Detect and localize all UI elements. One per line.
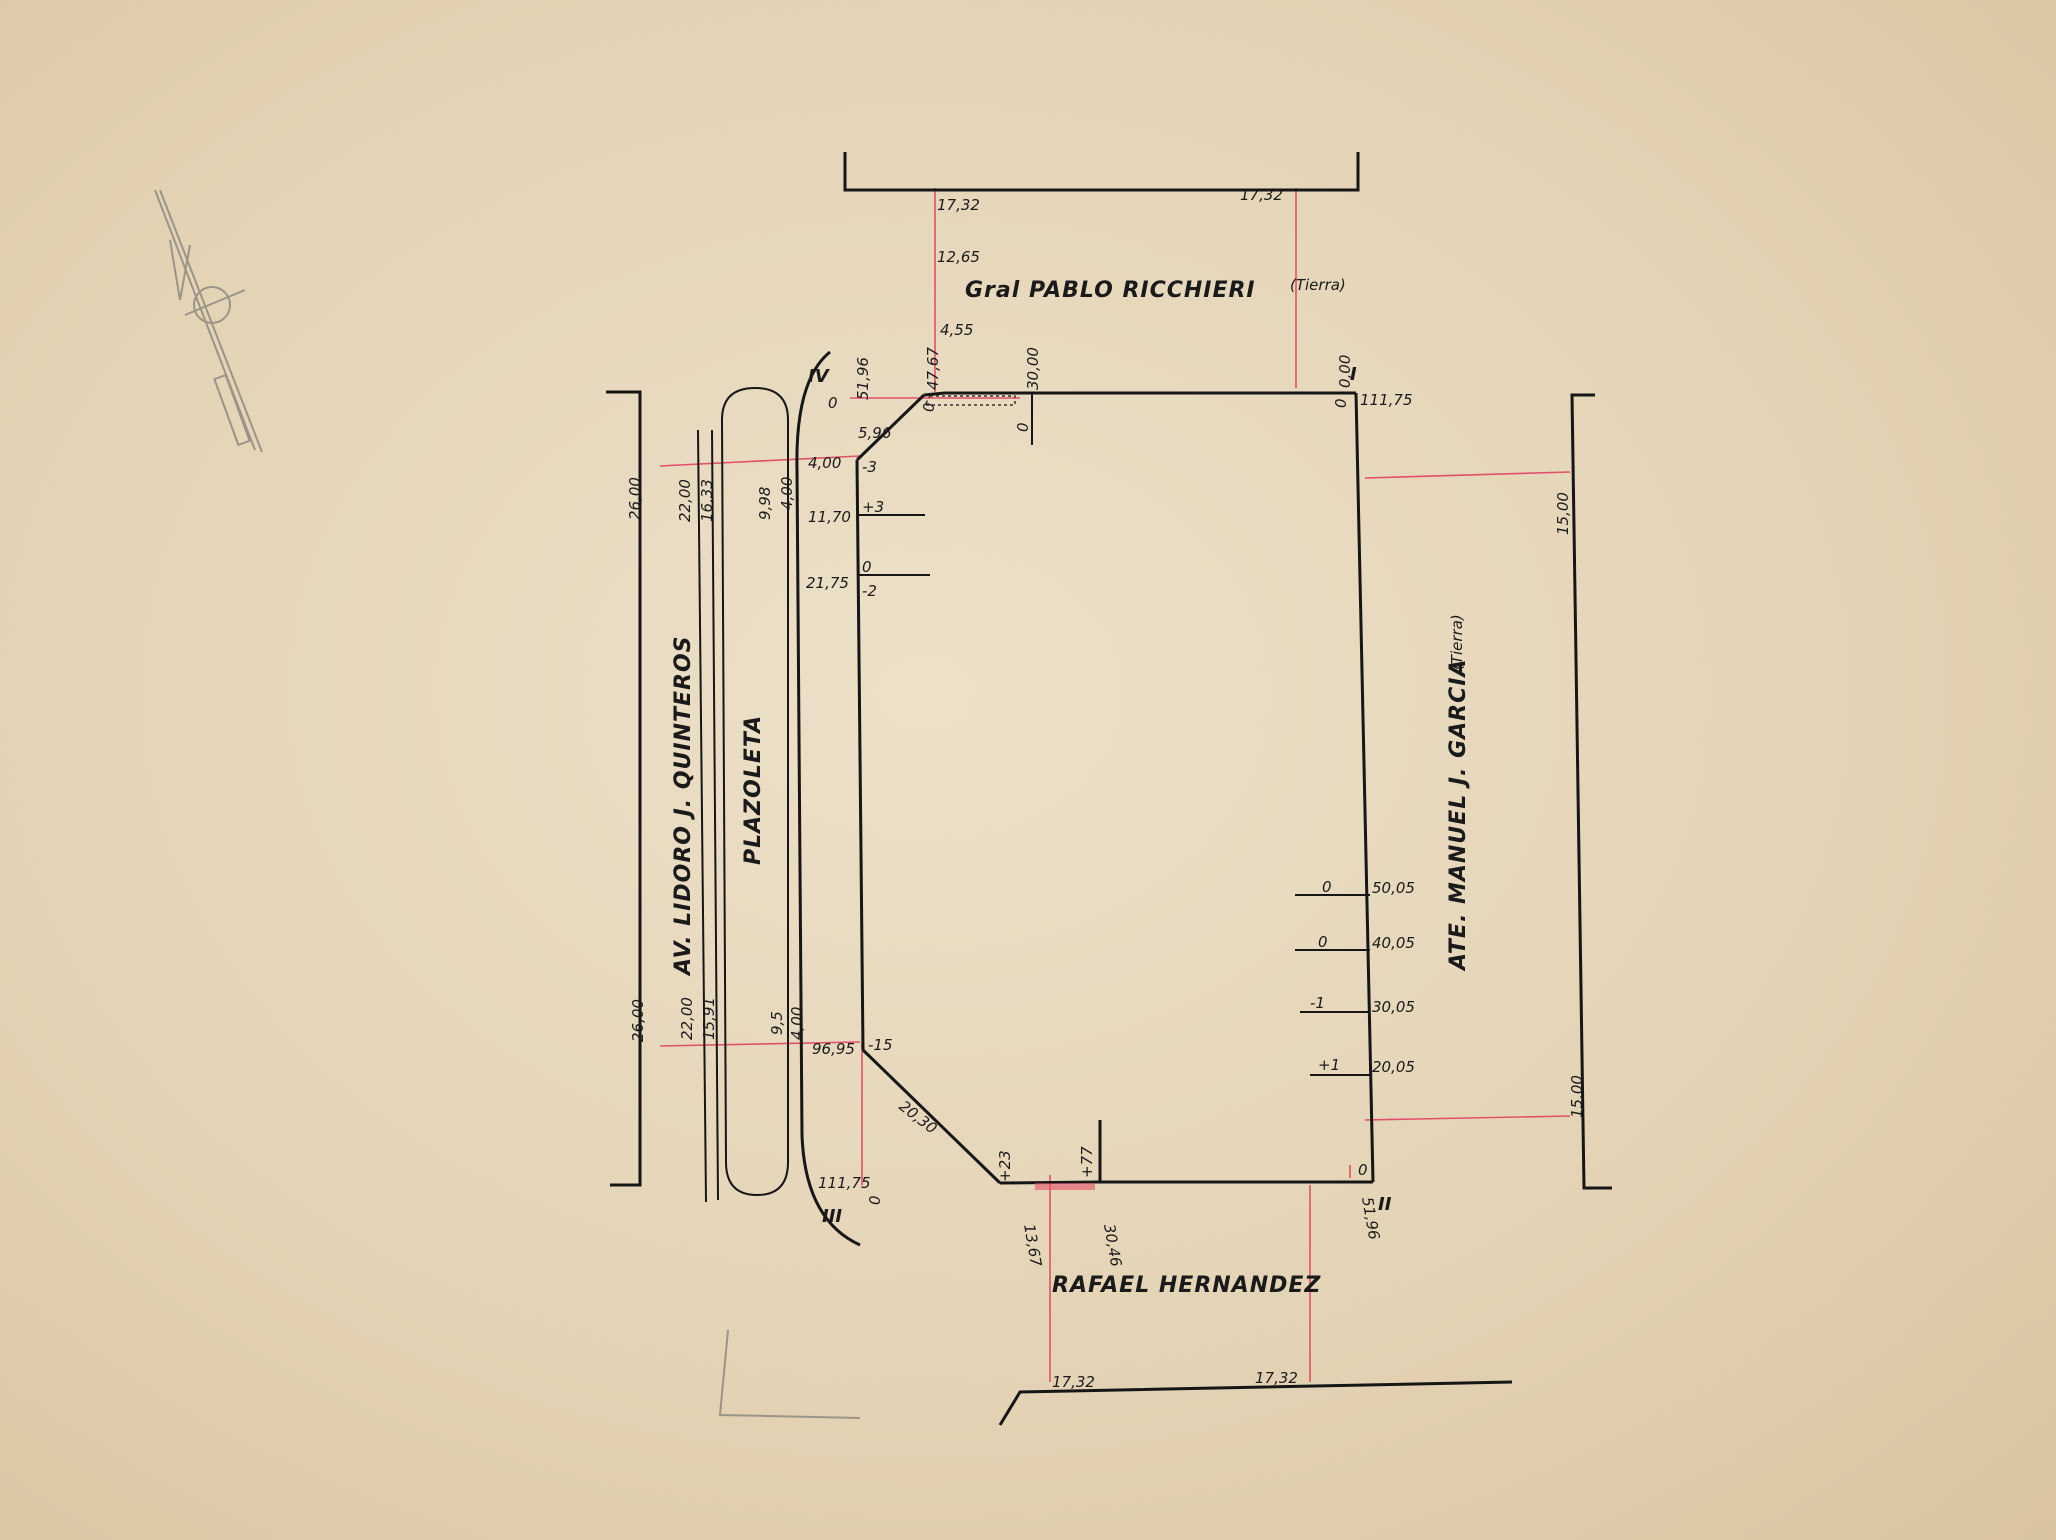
- w-400: 4,00: [808, 454, 841, 472]
- west-avenue-inner-line-2: [711, 429, 719, 1201]
- south-street-line: [998, 1380, 1513, 1426]
- north-dim-left: 17,32: [937, 196, 980, 214]
- west-top-w5: 4,00: [778, 477, 796, 510]
- e-2005-level: +1: [1318, 1056, 1340, 1074]
- west-bottom-w4: 9,5: [768, 1011, 786, 1035]
- south-dim-left: 17,32: [1052, 1373, 1095, 1391]
- s-3046: 30,46: [1100, 1223, 1125, 1268]
- lot-outline: [855, 391, 1375, 1190]
- e-3005-level: -1: [1310, 994, 1325, 1012]
- chamfer-top: 5,96: [858, 424, 891, 442]
- c1-zero1: 0,00: [1336, 355, 1354, 388]
- e-5005: 50,05: [1372, 879, 1415, 897]
- east-level-ticks: [1295, 894, 1372, 1076]
- street-east: ATE. MANUEL J. GARCIA: [1446, 659, 1471, 972]
- w-9695-level: -15: [868, 1036, 893, 1054]
- c2-zero: 0: [1358, 1161, 1368, 1179]
- plazoleta-label: PLAZOLETA: [741, 715, 766, 865]
- e-2005: 20,05: [1372, 1058, 1415, 1076]
- c4-zero: 0: [828, 394, 838, 412]
- top-30: 30,00: [1024, 347, 1042, 390]
- north-dim-3: 4,55: [940, 321, 973, 339]
- e-4005: 40,05: [1372, 934, 1415, 952]
- s-1367: 13,67: [1020, 1223, 1045, 1269]
- street-west: AV. LIDORO J. QUINTEROS: [671, 635, 696, 977]
- top-chamfer: 47,67: [924, 347, 942, 390]
- w-2175-level1: 0: [862, 558, 872, 576]
- north-dim-2: 12,65: [937, 248, 980, 266]
- sidewalk-curve: [795, 350, 861, 1247]
- w-1170-level: +3: [862, 498, 884, 516]
- top-zero1: 0: [920, 402, 938, 412]
- north-arrow-sketch: [154, 189, 263, 453]
- w-2175: 21,75: [806, 574, 849, 592]
- corner-I: I: [1350, 364, 1357, 385]
- w-9695: 96,95: [812, 1040, 855, 1058]
- street-north-note: (Tierra): [1290, 276, 1346, 294]
- corner-IV: IV: [808, 366, 831, 387]
- e-4005-level: 0: [1318, 933, 1328, 951]
- west-bottom-w1: 26,00: [629, 999, 647, 1042]
- c1-chain: 111,75: [1360, 391, 1413, 409]
- west-top-w4: 9,98: [756, 487, 774, 520]
- west-top-w1: 26,00: [626, 477, 644, 520]
- pencil-mark: [718, 1329, 861, 1419]
- corner-II: II: [1378, 1194, 1392, 1215]
- north-dim-right: 17,32: [1240, 186, 1283, 204]
- e-5005-level: 0: [1322, 878, 1332, 896]
- east-street-line: [1570, 393, 1612, 1190]
- street-south: RAFAEL HERNANDEZ: [1052, 1273, 1321, 1298]
- street-east-note: (Tierra): [1448, 614, 1466, 670]
- w-1170: 11,70: [808, 508, 851, 526]
- east-w-top: 15,00: [1554, 492, 1572, 535]
- e-3005: 30,05: [1372, 998, 1415, 1016]
- west-top-w3: 16,33: [698, 479, 716, 522]
- plazoleta-island: [720, 386, 789, 1197]
- c3-chain: 111,75: [818, 1174, 871, 1192]
- west-bottom-w2: 22,00: [678, 997, 696, 1040]
- s-3046-level: +77: [1078, 1146, 1096, 1178]
- s-1367-level: +23: [996, 1150, 1014, 1182]
- corner-III: III: [822, 1206, 842, 1227]
- c4-chain: 51,96: [854, 357, 872, 400]
- west-top-w2: 22,00: [676, 479, 694, 522]
- east-w-bottom: 15,00: [1568, 1075, 1586, 1118]
- c1-zero2: 0: [1332, 398, 1350, 408]
- west-bottom-w3: 15,91: [700, 997, 718, 1040]
- w-400-level: -3: [862, 458, 877, 476]
- west-level-ticks: [858, 514, 930, 576]
- west-avenue-inner-line: [697, 429, 707, 1203]
- south-dim-right: 17,32: [1255, 1369, 1298, 1387]
- west-avenue-line: [606, 390, 642, 1187]
- red-measure-lines: [659, 188, 1571, 1382]
- top-zero2: 0: [1014, 422, 1032, 432]
- street-north: Gral PABLO RICCHIERI: [965, 278, 1256, 303]
- north-street-line: [843, 152, 1360, 192]
- west-bottom-w5: 4,00: [788, 1007, 806, 1040]
- lot-marks: 51,96 0 47,67 30,00 0 0 0,00 0 111,75 5,…: [806, 347, 1415, 1269]
- c3-zero: 0: [866, 1195, 884, 1205]
- w-2175-level2: -2: [862, 582, 877, 600]
